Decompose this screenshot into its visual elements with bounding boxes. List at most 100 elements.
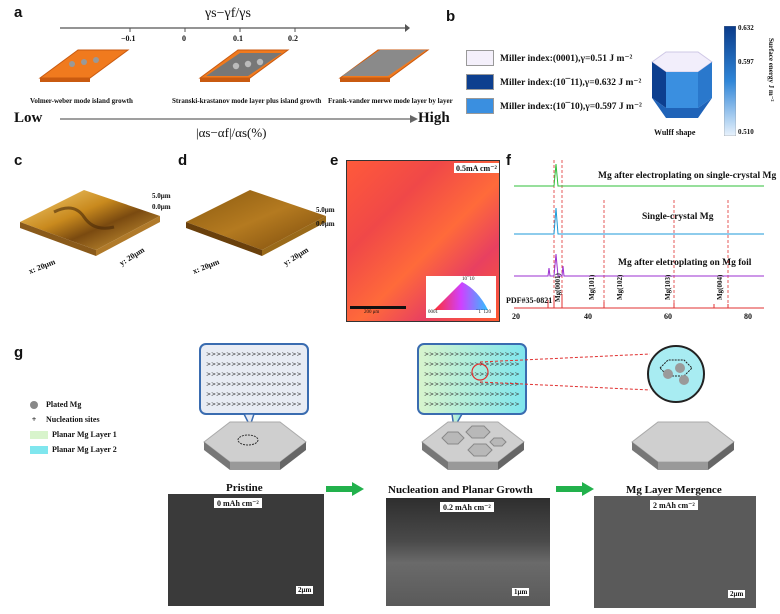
svg-text:>>>>>>>>>>>>>>>>>>>: >>>>>>>>>>>>>>>>>>> bbox=[206, 361, 302, 368]
b-swatch-2 bbox=[466, 74, 494, 90]
g-sem-1-label: 0 mAh cm⁻² bbox=[214, 498, 262, 508]
e-ipf-top: 10¯10 bbox=[462, 277, 475, 282]
f-peak-2: Mg(101) bbox=[588, 274, 596, 300]
panel-label-e: e bbox=[330, 152, 339, 169]
b-cb-tick-2: 0.597 bbox=[738, 58, 754, 66]
b-legend-text-1: Miller index:(0001),γ=0.51 J m⁻² bbox=[500, 53, 633, 64]
svg-text:>>>>>>>>>>>>>>>>>>>: >>>>>>>>>>>>>>>>>>> bbox=[424, 371, 520, 378]
f-trace-3: Mg after eletroplating on Mg foil bbox=[618, 258, 752, 268]
f-xrd-plot bbox=[514, 160, 764, 309]
a-high-label: High bbox=[418, 110, 450, 126]
g-stage3-schematic bbox=[631, 345, 735, 470]
f-trace-2: Single-crystal Mg bbox=[642, 212, 714, 222]
g-sem-3-scale: 2μm bbox=[728, 590, 746, 598]
b-cb-tick-3: 0.510 bbox=[738, 128, 754, 136]
svg-text:>>>>>>>>>>>>>>>>>>>: >>>>>>>>>>>>>>>>>>> bbox=[424, 351, 520, 358]
f-trace-1: Mg after electroplating on single-crysta… bbox=[598, 171, 777, 181]
g-legend-text-1: Plated Mg bbox=[46, 400, 82, 409]
g-arrow-1 bbox=[326, 482, 364, 496]
e-current-label: 0.5mA cm⁻² bbox=[454, 163, 499, 173]
a-substrates bbox=[38, 49, 430, 82]
e-ipf-triangle bbox=[426, 276, 496, 318]
a-tick-3: 0.1 bbox=[233, 34, 243, 43]
svg-text:>>>>>>>>>>>>>>>>>>>: >>>>>>>>>>>>>>>>>>> bbox=[206, 391, 302, 398]
b-legend-row-3: Miller index:(10¯10),γ=0.597 J m⁻² bbox=[466, 98, 642, 114]
b-cb-tick-1: 0.632 bbox=[738, 24, 754, 32]
g-sem-3 bbox=[594, 496, 756, 608]
b-swatch-3 bbox=[466, 98, 494, 114]
d-afm-surface bbox=[186, 190, 326, 256]
g-legend-text-2: Nucleation sites bbox=[46, 415, 100, 424]
c-z-top: 5.0μm bbox=[152, 192, 171, 200]
e-ipf-br: ¯1¯120 bbox=[476, 310, 491, 315]
g-stage1-schematic: >>>>>>>>>>>>>>>>>>> >>>>>>>>>>>>>>>>>>> … bbox=[199, 343, 309, 470]
a-top-axis bbox=[60, 24, 410, 32]
g-sem-2-label: 0.2 mAh cm⁻² bbox=[440, 502, 494, 512]
b-legend-row-2: Miller index:(10¯11),γ=0.632 J m⁻² bbox=[466, 74, 642, 90]
f-xtick-3: 60 bbox=[664, 312, 672, 321]
g-legend-row-4: Planar Mg Layer 2 bbox=[30, 445, 117, 454]
a-mode-2: Stranski-krastanov mode layer plus islan… bbox=[172, 97, 322, 105]
svg-text:>>>>>>>>>>>>>>>>>>>: >>>>>>>>>>>>>>>>>>> bbox=[424, 401, 520, 408]
panel-label-b: b bbox=[446, 8, 456, 25]
g-sem-1-scale: 2μm bbox=[296, 586, 314, 594]
g-nucleation-icon: + bbox=[31, 415, 37, 424]
b-wulff-label: Wulff shape bbox=[654, 128, 696, 137]
a-top-formula: γs−γf/γs bbox=[205, 6, 251, 21]
b-legend-text-2: Miller index:(10¯11),γ=0.632 J m⁻² bbox=[500, 77, 642, 88]
f-peak-4: Mg(103) bbox=[664, 274, 672, 300]
g-legend-text-4: Planar Mg Layer 2 bbox=[52, 445, 117, 454]
g-legend-row-2: + Nucleation sites bbox=[30, 415, 117, 424]
b-cb-label: Surface energy J m⁻² bbox=[767, 38, 775, 102]
g-stage-3-title: Mg Layer Mergence bbox=[626, 484, 722, 496]
panel-label-d: d bbox=[178, 152, 188, 169]
e-scale-bar bbox=[350, 306, 406, 309]
g-plated-icon bbox=[30, 400, 38, 409]
b-legend: Miller index:(0001),γ=0.51 J m⁻² Miller … bbox=[466, 50, 642, 114]
panel-label-g: g bbox=[14, 344, 24, 361]
g-red-dashed-lines bbox=[480, 353, 651, 391]
panel-label-a: a bbox=[14, 4, 23, 21]
svg-text:>>>>>>>>>>>>>>>>>>>: >>>>>>>>>>>>>>>>>>> bbox=[206, 371, 302, 378]
a-tick-2: 0 bbox=[182, 34, 186, 43]
panel-label-c: c bbox=[14, 152, 23, 169]
svg-text:>>>>>>>>>>>>>>>>>>>: >>>>>>>>>>>>>>>>>>> bbox=[424, 381, 520, 388]
g-stage-1-title: Pristine bbox=[226, 482, 263, 494]
a-tick-4: 0.2 bbox=[288, 34, 298, 43]
b-legend-row-1: Miller index:(0001),γ=0.51 J m⁻² bbox=[466, 50, 642, 66]
e-scale-text: 200 μm bbox=[364, 310, 380, 315]
svg-text:>>>>>>>>>>>>>>>>>>>: >>>>>>>>>>>>>>>>>>> bbox=[206, 401, 302, 408]
b-wulff-shape bbox=[651, 51, 713, 118]
c-afm-surface bbox=[20, 190, 160, 256]
f-peak-3: Mg(102) bbox=[616, 274, 624, 300]
g-legend-row-1: Plated Mg bbox=[30, 400, 117, 409]
g-arrow-2 bbox=[556, 482, 594, 496]
a-mode-1: Volmer-weber mode island growth bbox=[30, 97, 133, 105]
g-sem-2-scale: 1μm bbox=[512, 588, 530, 596]
svg-text:>>>>>>>>>>>>>>>>>>>: >>>>>>>>>>>>>>>>>>> bbox=[424, 361, 520, 368]
d-z-top: 5.0μm bbox=[316, 206, 335, 214]
g-layer2-swatch bbox=[30, 445, 48, 454]
e-ipf-bl: 0001 bbox=[428, 310, 438, 315]
svg-text:>>>>>>>>>>>>>>>>>>>: >>>>>>>>>>>>>>>>>>> bbox=[206, 351, 302, 358]
a-low-label: Low bbox=[14, 110, 43, 126]
b-swatch-1 bbox=[466, 50, 494, 66]
f-pdf-label: PDF#35-0821 bbox=[506, 296, 553, 305]
b-colorbar bbox=[724, 26, 736, 136]
g-sem-3-label: 2 mAh cm⁻² bbox=[650, 500, 698, 510]
g-stage-2-title: Nucleation and Planar Growth bbox=[388, 484, 533, 496]
f-peak-5: Mg(004) bbox=[716, 274, 724, 300]
g-legend: Plated Mg + Nucleation sites Planar Mg La… bbox=[30, 400, 117, 454]
d-z-bot: 0.0μm bbox=[316, 220, 335, 228]
g-legend-text-3: Planar Mg Layer 1 bbox=[52, 430, 117, 439]
a-tick-1: −0.1 bbox=[121, 34, 136, 43]
b-legend-text-3: Miller index:(10¯10),γ=0.597 J m⁻² bbox=[500, 101, 642, 112]
g-legend-row-3: Planar Mg Layer 1 bbox=[30, 430, 117, 439]
f-xtick-1: 20 bbox=[512, 312, 520, 321]
panel-label-f: f bbox=[506, 152, 511, 169]
f-xtick-4: 80 bbox=[744, 312, 752, 321]
svg-text:>>>>>>>>>>>>>>>>>>>: >>>>>>>>>>>>>>>>>>> bbox=[424, 391, 520, 398]
svg-text:>>>>>>>>>>>>>>>>>>>: >>>>>>>>>>>>>>>>>>> bbox=[206, 381, 302, 388]
f-xtick-2: 40 bbox=[584, 312, 592, 321]
a-bottom-formula: |αs−αf|/αs(%) bbox=[196, 125, 267, 140]
